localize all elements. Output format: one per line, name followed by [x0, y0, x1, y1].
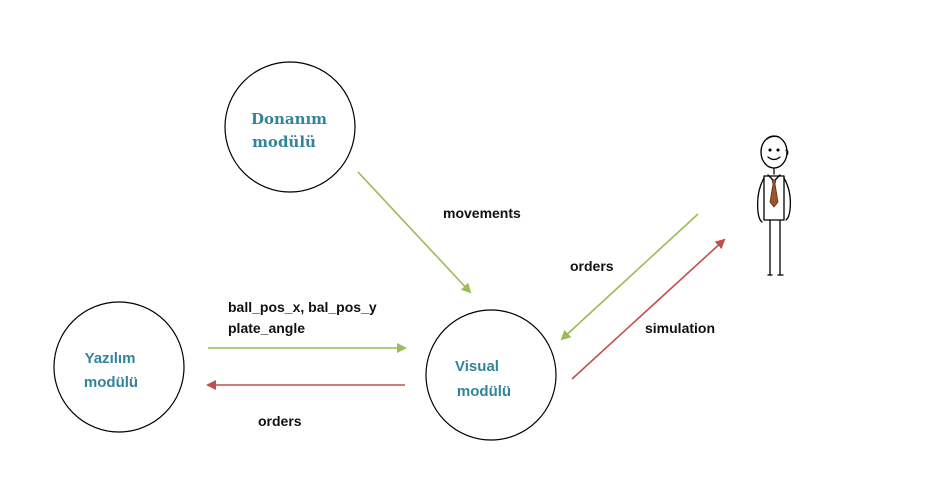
node-visual-label-line2: modülü: [457, 383, 511, 400]
node-yazilim-label-line2: modülü: [84, 374, 138, 391]
tie-icon: [769, 179, 779, 208]
label-ball-pos-line1: ball_pos_x, bal_pos_y: [228, 299, 377, 315]
node-donanim-modulu: Donanım modülü: [224, 61, 356, 193]
arrow-orders-user: [560, 213, 699, 341]
arrow-movements: [357, 171, 472, 294]
node-visual-modulu: Visual modülü: [425, 309, 557, 441]
node-donanim-label-line1: Donanım: [251, 110, 327, 128]
label-movements: movements: [443, 205, 521, 221]
label-simulation: simulation: [645, 320, 715, 336]
node-visual-label-line1: Visual: [455, 358, 499, 375]
label-orders-user: orders: [570, 258, 614, 274]
label-orders-bottom: orders: [258, 413, 302, 429]
stick-figure-user-icon: [756, 135, 792, 276]
label-ball-pos-line2: plate_angle: [228, 320, 305, 336]
node-yazilim-modulu: Yazılım modülü: [53, 301, 185, 433]
node-yazilim-label-line1: Yazılım: [85, 350, 136, 367]
arrow-simulation: [571, 238, 726, 380]
node-donanim-label-line2: modülü: [252, 133, 316, 151]
